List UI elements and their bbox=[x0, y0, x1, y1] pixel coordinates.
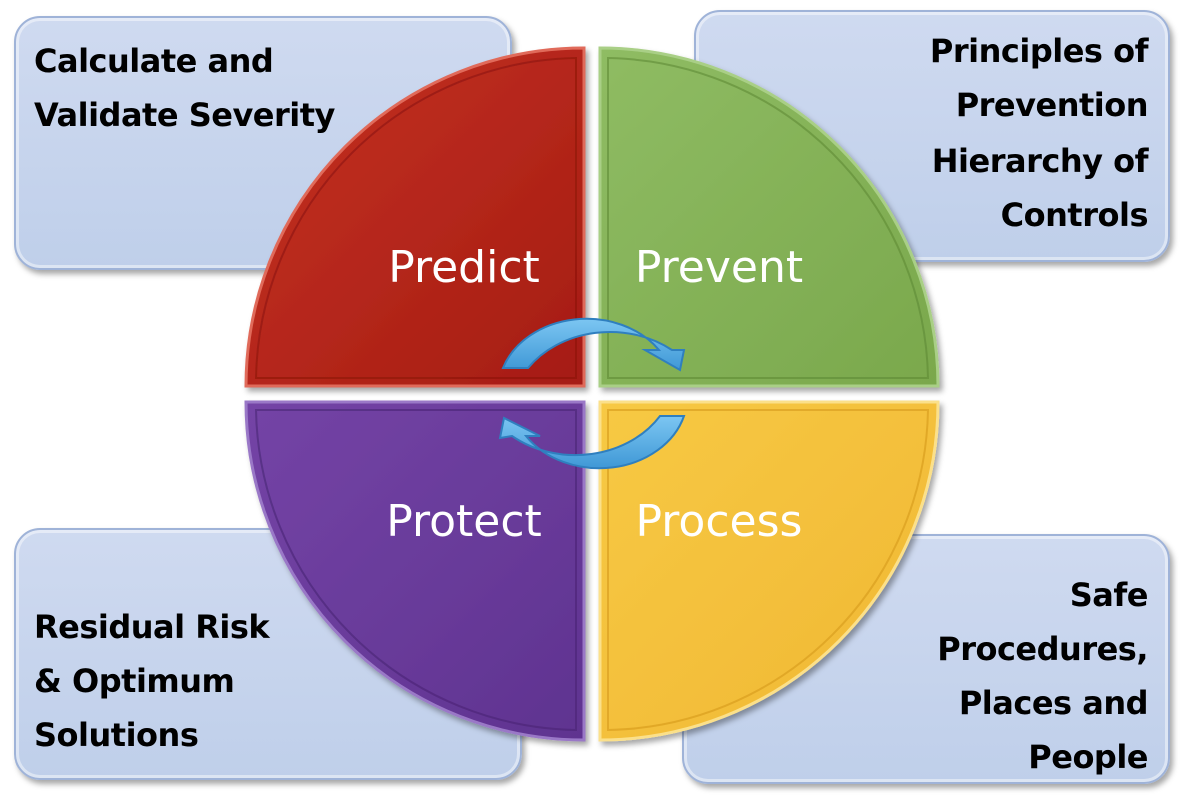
prevent-label: Prevent bbox=[635, 242, 803, 293]
cycle-arrow-top-icon bbox=[501, 317, 686, 372]
predict-quadrant bbox=[244, 46, 586, 388]
prevent-quadrant bbox=[598, 46, 940, 388]
prevention-line-4: Controls bbox=[1000, 196, 1149, 234]
process-quadrant bbox=[598, 400, 940, 742]
cycle-arrow-bottom-icon bbox=[498, 415, 686, 470]
residual-risk-line-1: Residual Risk bbox=[34, 608, 270, 646]
prevention-line-2: Prevention bbox=[955, 86, 1149, 124]
safe-procedures-line-2: Procedures, bbox=[937, 630, 1148, 668]
safe-procedures-line-4: People bbox=[1028, 738, 1148, 776]
prevention-line-1: Principles of bbox=[929, 32, 1149, 70]
residual-risk-text: Residual Risk & Optimum Solutions bbox=[34, 600, 270, 762]
prevention-text: Principles of Prevention Hierarchy of Co… bbox=[929, 24, 1149, 242]
protect-label: Protect bbox=[386, 496, 542, 547]
predict-label: Predict bbox=[388, 242, 540, 293]
residual-risk-line-3: Solutions bbox=[34, 716, 199, 754]
protect-quadrant bbox=[244, 400, 586, 742]
residual-risk-line-2: & Optimum bbox=[34, 662, 235, 700]
severity-text: Calculate and Validate Severity bbox=[34, 34, 335, 142]
severity-line-1: Calculate and bbox=[34, 42, 274, 80]
safe-procedures-text: Safe Procedures, Places and People bbox=[937, 568, 1148, 784]
severity-line-2: Validate Severity bbox=[34, 96, 335, 134]
process-label: Process bbox=[636, 496, 803, 547]
safe-procedures-line-3: Places and bbox=[958, 684, 1149, 722]
prevention-line-3: Hierarchy of bbox=[931, 142, 1149, 180]
safe-procedures-line-1: Safe bbox=[1069, 576, 1149, 614]
